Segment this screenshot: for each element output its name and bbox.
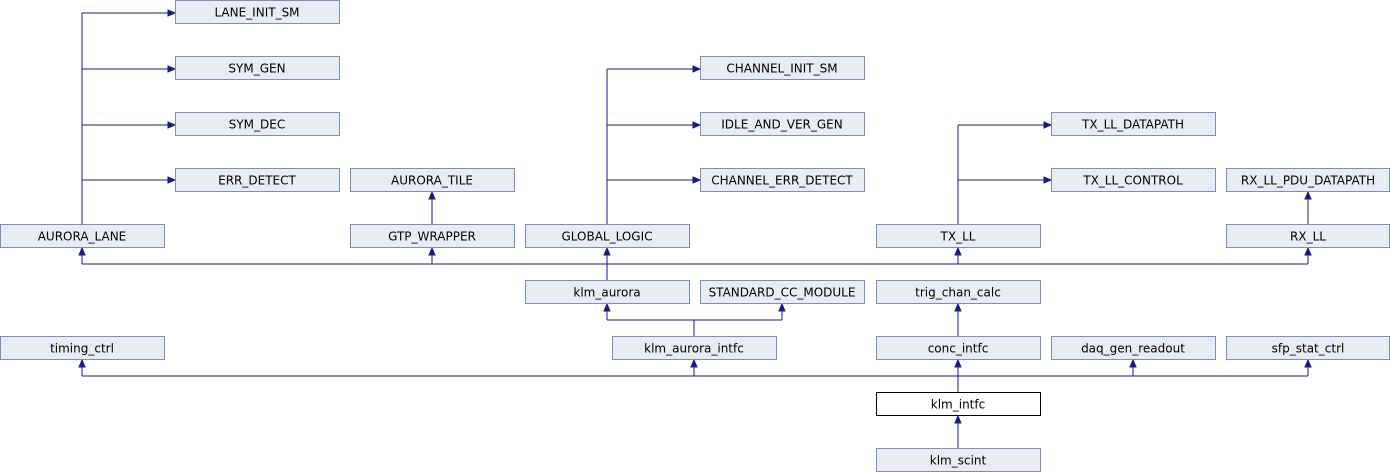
- edges: [81, 12, 1309, 448]
- arrowheads: [78, 9, 1312, 424]
- node-label: GTP_WRAPPER: [388, 230, 476, 244]
- arrowhead-trig-chan-calc: [954, 302, 962, 312]
- node-trig-chan-calc[interactable]: trig_chan_calc: [876, 280, 1041, 304]
- arrowhead-sym-dec: [167, 121, 177, 129]
- arrowhead-channel-err-detect: [692, 176, 702, 184]
- arrowhead-tx-ll: [954, 246, 962, 256]
- arrowhead-lane-init-sm: [167, 9, 177, 17]
- node-klm-scint[interactable]: klm_scint: [876, 448, 1041, 472]
- node-channel-init-sm[interactable]: CHANNEL_INIT_SM: [700, 56, 865, 80]
- node-label: IDLE_AND_VER_GEN: [721, 118, 842, 132]
- node-sym-gen[interactable]: SYM_GEN: [175, 56, 340, 80]
- node-label: CHANNEL_INIT_SM: [726, 62, 837, 76]
- node-rx-ll-pdu-datapath[interactable]: RX_LL_PDU_DATAPATH: [1226, 168, 1390, 192]
- arrowhead-global-logic: [603, 246, 611, 256]
- node-timing-ctrl[interactable]: timing_ctrl: [0, 336, 165, 360]
- node-aurora-tile[interactable]: AURORA_TILE: [350, 168, 515, 192]
- node-rx-ll[interactable]: RX_LL: [1226, 224, 1390, 248]
- node-label: TX_LL_CONTROL: [1082, 174, 1183, 188]
- node-klm-aurora[interactable]: klm_aurora: [525, 280, 690, 304]
- node-lane-init-sm[interactable]: LANE_INIT_SM: [175, 0, 340, 24]
- node-label: GLOBAL_LOGIC: [561, 230, 652, 244]
- arrowhead-idle-and-ver-gen: [692, 121, 702, 129]
- node-label: klm_intfc: [931, 398, 985, 412]
- node-standard-cc-module[interactable]: STANDARD_CC_MODULE: [700, 280, 865, 304]
- node-label: klm_aurora_intfc: [644, 342, 744, 356]
- node-label: TX_LL_DATAPATH: [1081, 118, 1184, 132]
- arrowhead-conc-intfc: [954, 358, 962, 368]
- node-label: trig_chan_calc: [915, 286, 1001, 300]
- arrowhead-err-detect: [167, 176, 177, 184]
- node-label: timing_ctrl: [50, 342, 114, 356]
- arrowhead-timing-ctrl: [78, 358, 86, 368]
- arrowhead-klm-aurora-intfc: [690, 358, 698, 368]
- node-global-logic[interactable]: GLOBAL_LOGIC: [525, 224, 690, 248]
- node-klm-intfc[interactable]: klm_intfc: [876, 392, 1041, 416]
- arrowhead-rx-ll-pdu-datapath: [1304, 190, 1312, 200]
- node-tx-ll-datapath[interactable]: TX_LL_DATAPATH: [1051, 112, 1216, 136]
- arrowhead-daq-gen-readout: [1129, 358, 1137, 368]
- arrowhead-channel-init-sm: [692, 65, 702, 73]
- node-conc-intfc[interactable]: conc_intfc: [876, 336, 1041, 360]
- node-label: RX_LL: [1290, 230, 1326, 244]
- node-channel-err-detect[interactable]: CHANNEL_ERR_DETECT: [700, 168, 865, 192]
- node-label: SYM_GEN: [228, 62, 285, 76]
- node-label: klm_scint: [930, 454, 987, 468]
- arrowhead-klm-intfc: [954, 414, 962, 424]
- node-label: ERR_DETECT: [218, 174, 296, 188]
- arrowhead-standard-cc-module: [778, 302, 786, 312]
- node-tx-ll-control[interactable]: TX_LL_CONTROL: [1051, 168, 1216, 192]
- node-sfp-stat-ctrl[interactable]: sfp_stat_ctrl: [1226, 336, 1390, 360]
- node-label: TX_LL: [940, 230, 976, 244]
- node-label: conc_intfc: [928, 342, 989, 356]
- node-sym-dec[interactable]: SYM_DEC: [175, 112, 340, 136]
- arrowhead-tx-ll-control: [1043, 176, 1053, 184]
- node-err-detect[interactable]: ERR_DETECT: [175, 168, 340, 192]
- arrowhead-sym-gen: [167, 65, 177, 73]
- node-label: CHANNEL_ERR_DETECT: [711, 174, 853, 188]
- node-klm-aurora-intfc[interactable]: klm_aurora_intfc: [612, 336, 777, 360]
- node-gtp-wrapper[interactable]: GTP_WRAPPER: [350, 224, 515, 248]
- node-label: RX_LL_PDU_DATAPATH: [1241, 174, 1375, 188]
- node-aurora-lane[interactable]: AURORA_LANE: [0, 224, 165, 248]
- node-daq-gen-readout[interactable]: daq_gen_readout: [1051, 336, 1216, 360]
- node-label: SYM_DEC: [229, 118, 286, 132]
- node-tx-ll[interactable]: TX_LL: [876, 224, 1041, 248]
- arrowhead-tx-ll-datapath: [1043, 121, 1053, 129]
- node-label: AURORA_TILE: [391, 174, 473, 188]
- arrowhead-gtp-wrapper: [428, 246, 436, 256]
- node-label: LANE_INIT_SM: [214, 6, 299, 20]
- node-label: STANDARD_CC_MODULE: [709, 286, 856, 300]
- arrowhead-rx-ll: [1304, 246, 1312, 256]
- arrowhead-klm-aurora: [603, 302, 611, 312]
- arrowhead-aurora-tile: [428, 190, 436, 200]
- arrowhead-aurora-lane: [78, 246, 86, 256]
- node-label: klm_aurora: [573, 286, 640, 300]
- arrowhead-sfp-stat-ctrl: [1304, 358, 1312, 368]
- node-label: sfp_stat_ctrl: [1272, 342, 1345, 356]
- node-idle-and-ver-gen[interactable]: IDLE_AND_VER_GEN: [700, 112, 865, 136]
- node-label: daq_gen_readout: [1081, 342, 1185, 356]
- node-label: AURORA_LANE: [38, 230, 127, 244]
